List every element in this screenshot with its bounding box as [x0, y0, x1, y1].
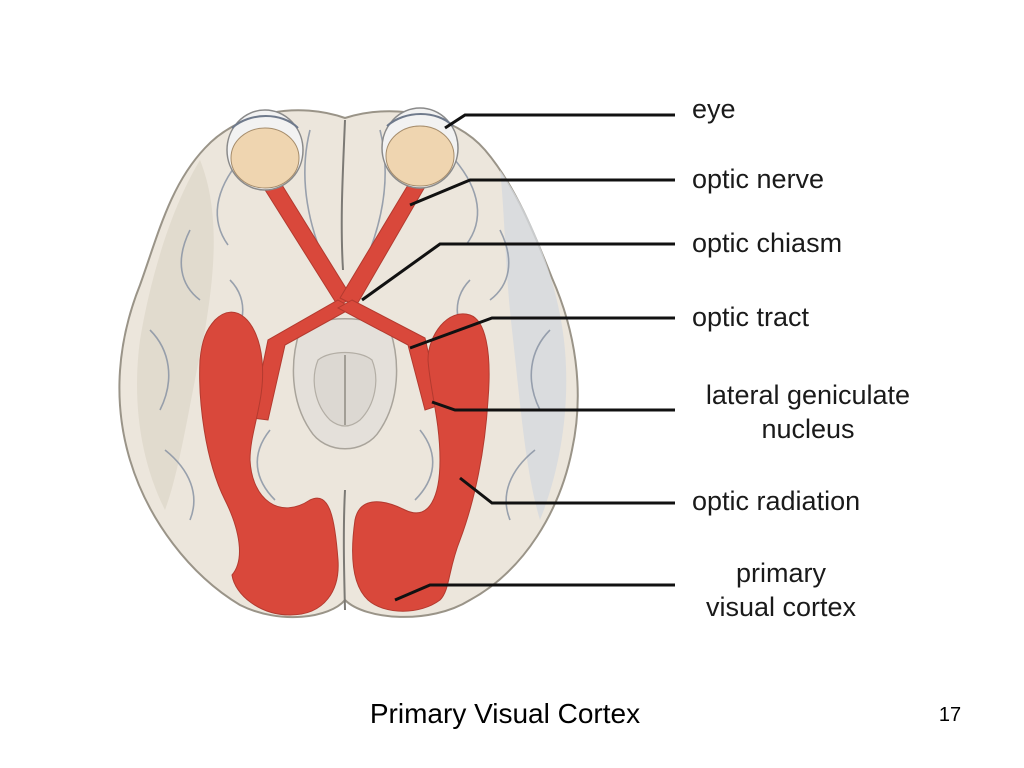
label-primary-visual-cortex: primary visual cortex — [686, 556, 876, 624]
leader-optic-tract — [409, 316, 675, 350]
label-optic-chiasm: optic chiasm — [692, 228, 843, 258]
leader-lateral-geniculate — [431, 400, 675, 412]
leader-eye — [444, 113, 675, 130]
label-primary-line1: primary — [735, 558, 826, 588]
right-eye-icon — [381, 107, 459, 189]
right-optic-tract — [336, 299, 441, 411]
sulci — [149, 129, 551, 591]
label-lateral-geniculate-line1: lateral geniculate — [705, 380, 911, 410]
eyes — [226, 107, 459, 191]
label-primary-line2: visual cortex — [705, 592, 857, 622]
label-lateral-geniculate-line2: nucleus — [761, 414, 855, 444]
longitudinal-fissure — [340, 119, 346, 271]
leader-optic-radiation — [459, 476, 675, 505]
posterior-fissure — [342, 489, 346, 611]
left-hemisphere-shadow — [137, 160, 214, 510]
slide-title: Primary Visual Cortex — [369, 698, 641, 729]
label-optic-radiation: optic radiation — [692, 486, 861, 516]
leader-optic-nerve — [409, 178, 675, 207]
visual-pathway — [199, 184, 490, 616]
leader-lines — [361, 113, 675, 602]
left-eye-icon — [226, 109, 304, 191]
label-optic-tract: optic tract — [692, 302, 810, 332]
slide-number: 17 — [938, 704, 962, 726]
right-hemisphere-shadow — [500, 170, 567, 520]
left-optic-radiation — [199, 311, 339, 616]
label-eye: eye — [692, 94, 736, 124]
brain-illustration — [118, 109, 579, 619]
label-lateral-geniculate-nucleus: lateral geniculate nucleus — [688, 378, 928, 446]
leader-primary-visual-cortex — [394, 583, 675, 602]
label-optic-nerve: optic nerve — [692, 164, 825, 194]
leader-optic-chiasm — [361, 242, 675, 302]
